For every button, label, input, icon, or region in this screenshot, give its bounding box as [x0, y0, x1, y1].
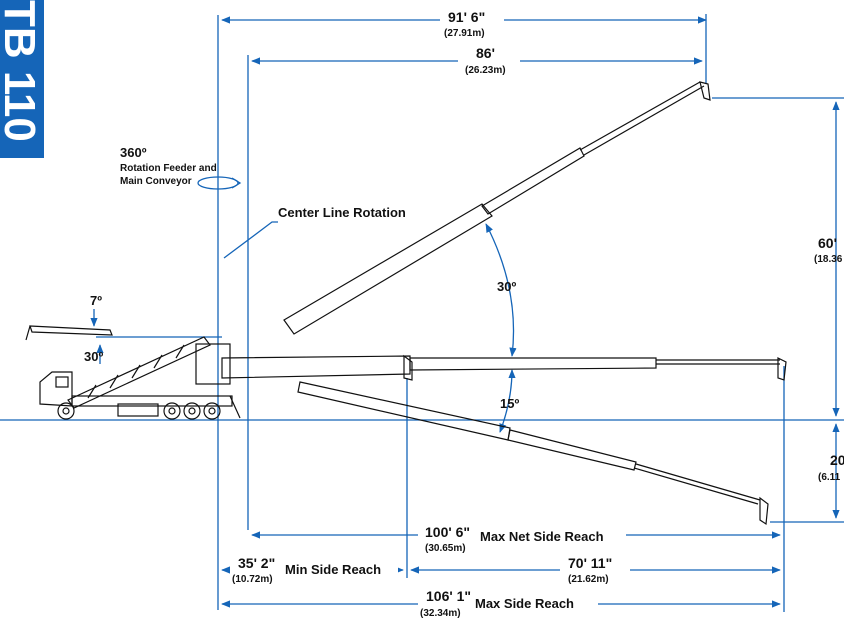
- truck: [39, 371, 241, 420]
- rotation-degrees: 360º: [120, 145, 147, 160]
- dim-height-up-m: (18.36: [814, 254, 843, 265]
- model-tab: TB 110: [0, 0, 44, 158]
- dim-min-bg: [230, 556, 398, 588]
- dim-height-down-m: (6.11: [818, 472, 841, 483]
- dim-top-inner-bg: [458, 48, 520, 78]
- boom-up: [283, 81, 711, 335]
- dim-min-label: Min Side Reach: [285, 562, 381, 577]
- dim-net-ft: 100' 6": [425, 524, 470, 540]
- feeder-tilt-label: 7º: [90, 293, 102, 308]
- angle-up-label: 30º: [497, 279, 516, 294]
- dim-net-label: Max Net Side Reach: [480, 529, 604, 544]
- dim-min-m: (10.72m): [232, 574, 273, 585]
- boom-down: [297, 381, 769, 526]
- dim-side-bg: [418, 590, 598, 618]
- dim-net-bg: [418, 522, 626, 554]
- rotation-ellipse: [197, 176, 239, 190]
- dim-top-outer-m: (27.91m): [444, 28, 485, 39]
- dim-height-up-ft: 60': [818, 235, 837, 251]
- angle-down-label: 15º: [500, 396, 519, 411]
- dim-top-inner-m: (26.23m): [465, 65, 506, 76]
- dim-side-label: Max Side Reach: [475, 596, 574, 611]
- dim-diff-bg: [560, 556, 630, 586]
- dim-height-down-ft: 20: [830, 452, 844, 468]
- boom-level: [221, 354, 787, 381]
- dim-top-outer-bg: [440, 10, 504, 34]
- center-line-label: Center Line Rotation: [278, 205, 406, 220]
- dim-net-m: (30.65m): [425, 543, 466, 554]
- dim-side-ft: 106' 1": [426, 588, 471, 604]
- dim-top-outer-ft: 91' 6": [448, 9, 485, 25]
- feeder-angle-label: 30º: [84, 349, 103, 364]
- dim-side-m: (32.34m): [420, 608, 461, 618]
- center-line-leader: [223, 221, 278, 259]
- dim-diff-m: (21.62m): [568, 574, 609, 585]
- feeder-conveyor: [25, 325, 231, 409]
- dim-min-ft: 35' 2": [238, 555, 275, 571]
- dim-top-inner-ft: 86': [476, 45, 495, 61]
- dim-diff-ft: 70' 11": [568, 555, 612, 571]
- rotation-arrow: [231, 177, 242, 189]
- rotation-line1: Rotation Feeder and: [120, 163, 217, 174]
- rotation-line2: Main Conveyor: [120, 176, 192, 187]
- angle-arc-30-up: [485, 223, 517, 357]
